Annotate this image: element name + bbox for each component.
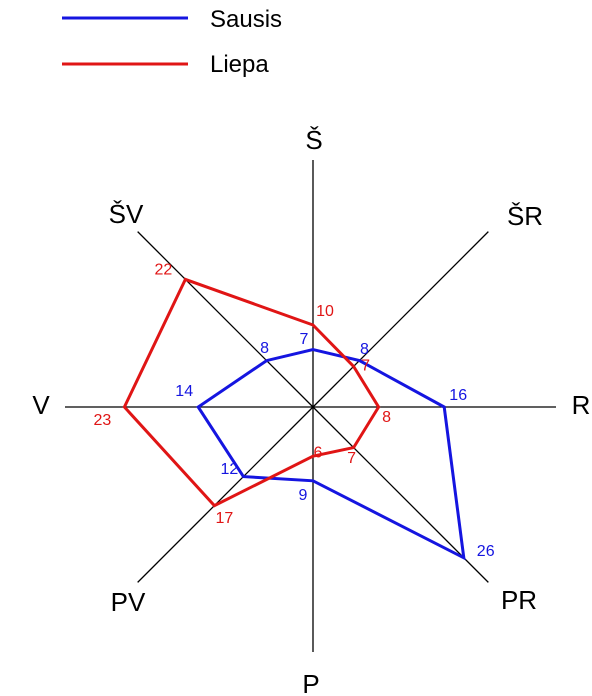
direction-label-6: V — [32, 390, 50, 420]
legend-label-sausis: Sausis — [210, 6, 282, 33]
value-label-0-0: 7 — [300, 331, 309, 348]
series-polygons — [122, 277, 466, 561]
direction-label-4: P — [302, 669, 319, 696]
value-label-1-3: 7 — [347, 450, 356, 467]
value-label-1-0: 10 — [316, 303, 334, 320]
value-label-0-4: 9 — [299, 487, 308, 504]
direction-label-2: R — [572, 390, 591, 420]
legend-label-liepa: Liepa — [210, 51, 269, 78]
axis-line-1 — [312, 231, 489, 408]
value-label-0-7: 8 — [260, 340, 269, 357]
direction-label-7: ŠV — [109, 199, 144, 229]
legend: Sausis Liepa — [62, 6, 282, 78]
axis-line-5 — [137, 406, 314, 583]
value-label-1-6: 23 — [94, 412, 112, 429]
axis-line-7 — [137, 231, 314, 408]
series-polygon-1 — [122, 277, 381, 508]
value-label-0-3: 26 — [477, 543, 495, 560]
axis-line-3 — [312, 406, 489, 583]
value-label-0-2: 16 — [449, 387, 467, 404]
direction-label-5: PV — [111, 587, 146, 617]
value-label-0-6: 14 — [175, 383, 193, 400]
direction-label-3: PR — [501, 585, 537, 615]
direction-labels: Š ŠR R PR P PV V ŠV — [32, 125, 590, 696]
value-label-0-1: 8 — [360, 341, 369, 358]
value-label-1-5: 17 — [216, 510, 234, 527]
axes — [65, 160, 556, 652]
value-label-1-1: 7 — [361, 358, 370, 375]
value-label-1-4: 6 — [314, 444, 323, 461]
value-label-1-7: 22 — [155, 262, 173, 279]
direction-label-1: ŠR — [507, 201, 543, 231]
value-label-0-5: 12 — [221, 461, 239, 478]
series-polygon-0 — [196, 348, 466, 561]
direction-label-0: Š — [305, 125, 322, 155]
value-label-1-2: 8 — [382, 409, 391, 426]
